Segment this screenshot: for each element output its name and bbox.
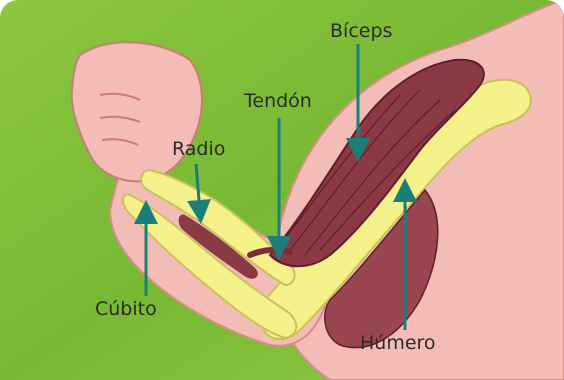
radio-label: Radio — [172, 140, 225, 159]
cubito-label: Cúbito — [95, 300, 157, 319]
biceps-label: Bíceps — [330, 22, 392, 41]
tendon-label: Tendón — [244, 92, 312, 111]
humero-label: Húmero — [360, 334, 436, 353]
